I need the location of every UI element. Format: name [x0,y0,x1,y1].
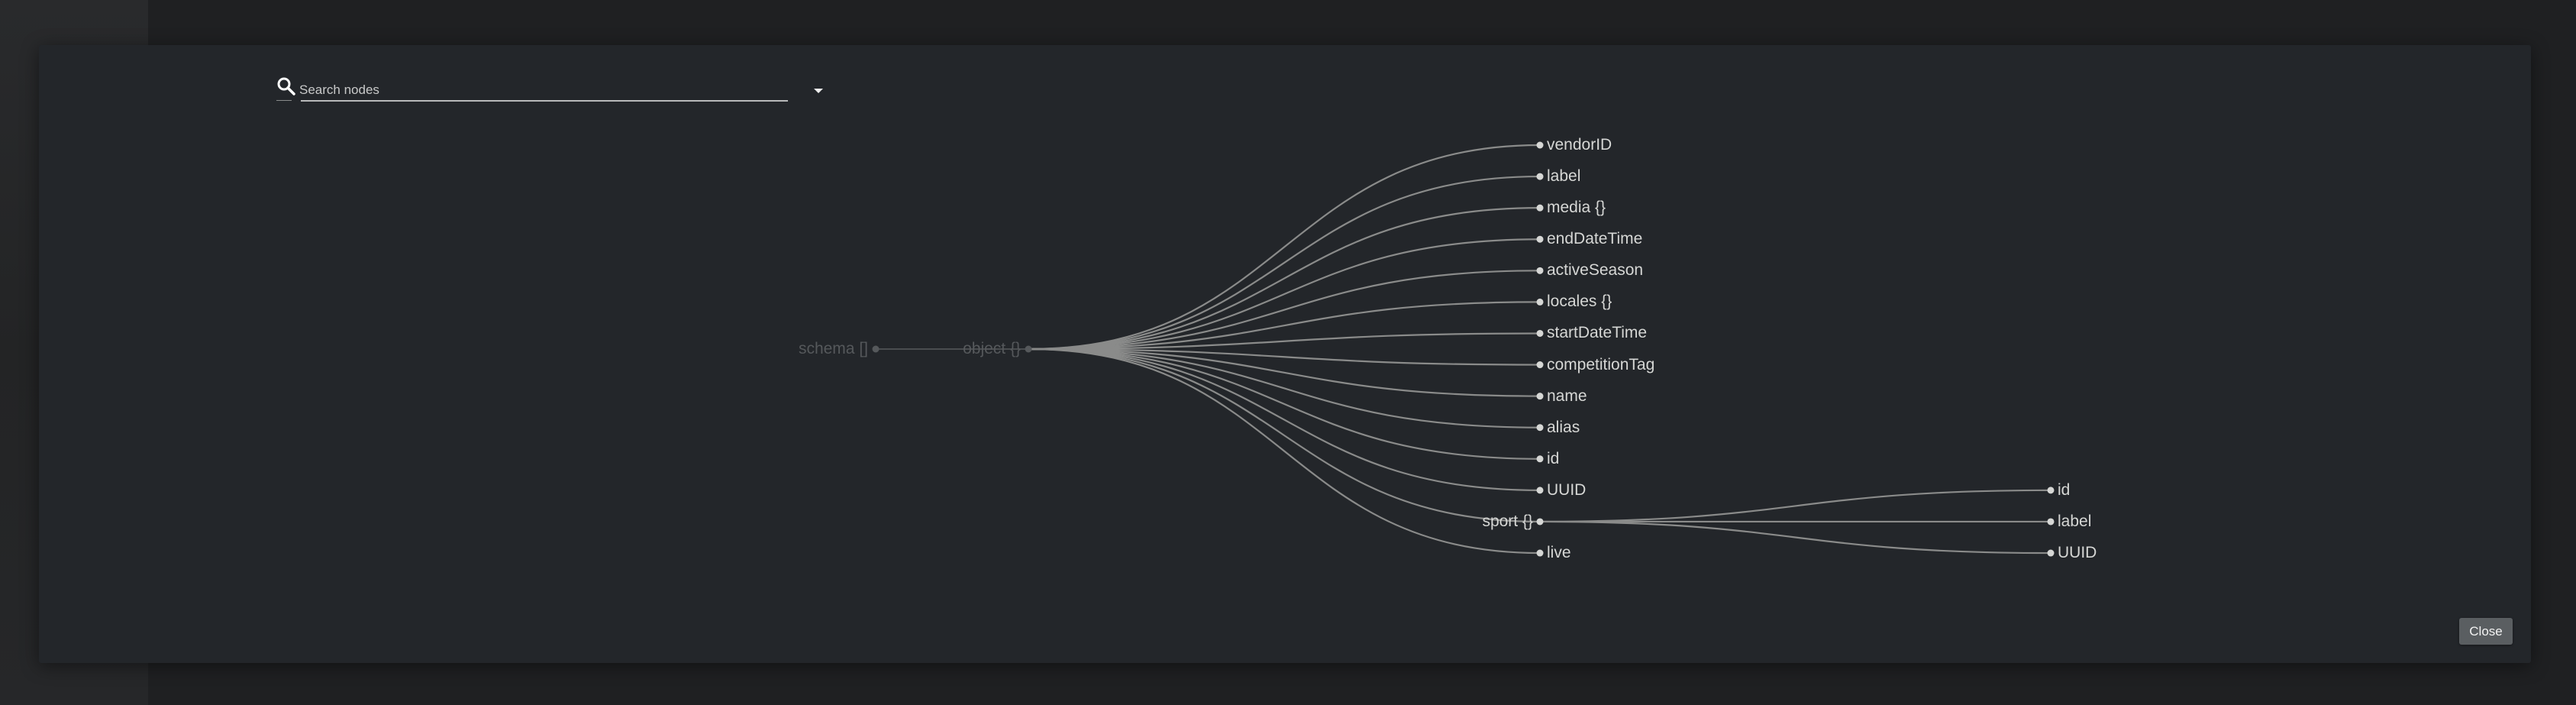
tree-node-object[interactable]: object {} [963,340,1021,357]
tree-node-sport-uuid[interactable]: UUID [2058,544,2097,562]
tree-node-id[interactable]: id [1547,449,1560,467]
dropdown-arrow-icon[interactable] [814,89,823,93]
tree-node-live[interactable]: live [1547,544,1571,562]
schema-tree: schema [] object {} vendorID label media {… [39,45,2531,663]
search-icon [277,77,295,95]
tree-node-schema[interactable]: schema [] [798,340,868,357]
tree-node-media[interactable]: media {} [1547,199,1606,217]
tree-node-enddatetime[interactable]: endDateTime [1547,230,1643,248]
tree-node-label[interactable]: label [1547,167,1581,186]
tree-node-sport-id[interactable]: id [2058,480,2071,499]
tree-node-startdatetime[interactable]: startDateTime [1547,324,1648,342]
tree-node-sport[interactable]: sport {} [1482,512,1533,530]
tree-links [872,141,2055,557]
tree-node-vendorid[interactable]: vendorID [1547,136,1612,154]
search-underline-segment [276,100,292,101]
search-underline [301,100,788,102]
tree-node-uuid[interactable]: UUID [1547,480,1587,499]
schema-tree-modal: schema [] object {} vendorID label media {… [39,45,2531,663]
tree-node-alias[interactable]: alias [1547,418,1580,436]
tree-node-sport-label[interactable]: label [2058,512,2092,530]
tree-node-locales[interactable]: locales {} [1547,293,1612,311]
tree-node-competitiontag[interactable]: competitionTag [1547,355,1655,374]
search-nodes-field[interactable] [276,73,823,102]
search-input[interactable] [299,82,757,99]
tree-node-activeseason[interactable]: activeSeason [1547,261,1644,280]
tree-node-name[interactable]: name [1547,386,1587,405]
close-button[interactable]: Close [2459,618,2513,645]
